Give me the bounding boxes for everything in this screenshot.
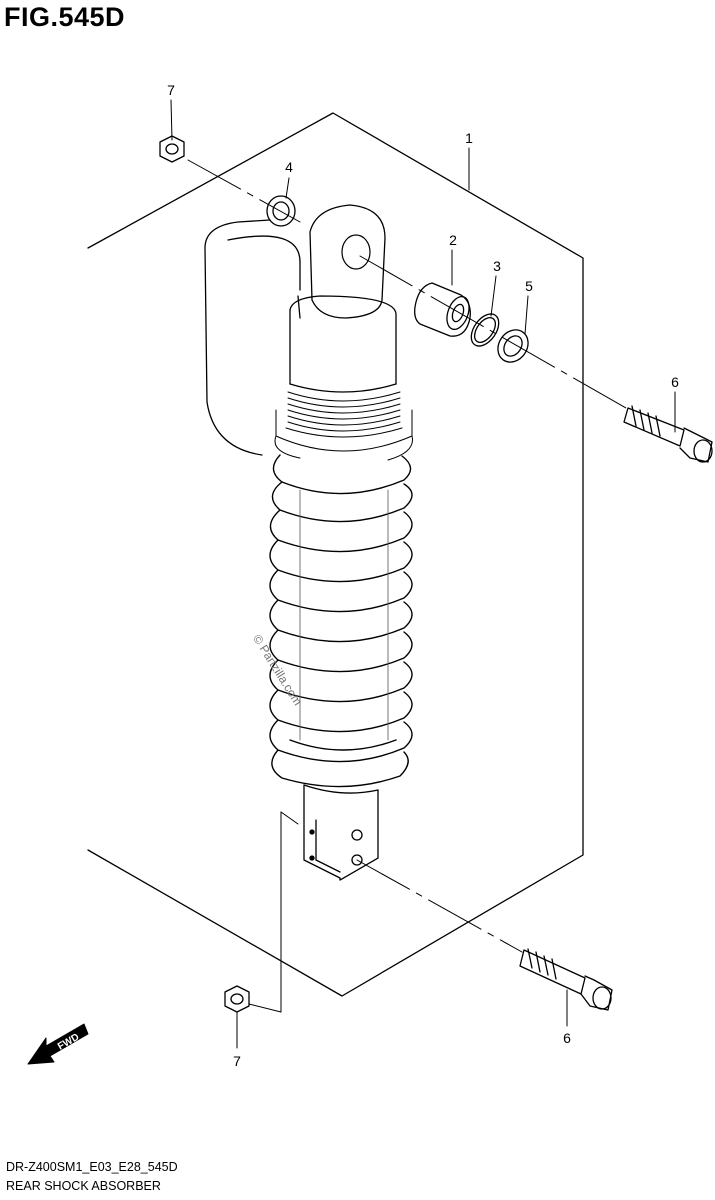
fwd-arrow-icon: FWD <box>27 1023 89 1065</box>
reservoir-canister <box>204 219 301 456</box>
callout-1: 1 <box>465 130 473 146</box>
assembly-frame <box>87 112 584 997</box>
figure-title: FIG.545D <box>4 2 126 32</box>
upper-mount-eye <box>297 204 386 319</box>
lower-clevis <box>303 784 379 881</box>
callout-6-upper: 6 <box>671 374 679 390</box>
lower-bolt <box>519 948 613 1011</box>
callout-7-upper: 7 <box>167 82 175 98</box>
circlip-part <box>470 313 500 347</box>
diagram-code: DR-Z400SM1_E03_E28_545D <box>6 1160 178 1174</box>
callout-5: 5 <box>525 278 533 294</box>
upper-bolt <box>623 405 713 463</box>
washer-part-5 <box>497 329 529 363</box>
fwd-label: FWD <box>56 1032 81 1053</box>
callout-6-lower: 6 <box>563 1030 571 1046</box>
bushing-part <box>414 282 471 337</box>
callout-7-lower: 7 <box>233 1053 241 1069</box>
bottom-nut <box>224 985 250 1013</box>
washer-part-4 <box>266 195 296 227</box>
coil-spring <box>269 454 413 788</box>
callout-4: 4 <box>285 159 293 175</box>
leader-lines <box>170 99 676 1049</box>
spring-adjuster <box>274 391 413 461</box>
upper-body <box>289 295 397 393</box>
assembly-guide-lines <box>187 159 627 1013</box>
callout-2: 2 <box>449 232 457 248</box>
callout-3: 3 <box>493 258 501 274</box>
diagram-title: REAR SHOCK ABSORBER <box>6 1179 161 1193</box>
